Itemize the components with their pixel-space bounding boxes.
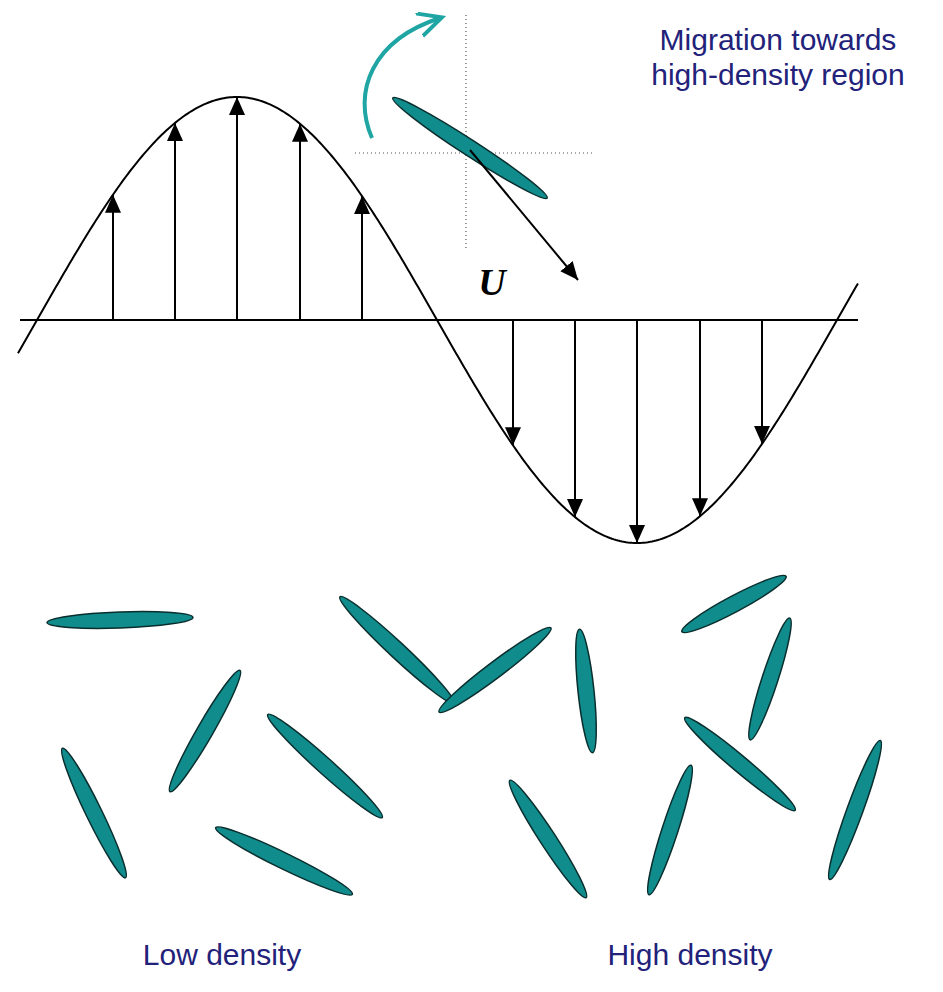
rod-particle	[262, 709, 387, 824]
velocity-arrow	[699, 320, 701, 516]
rod-particle	[388, 91, 551, 205]
velocity-arrow	[574, 320, 576, 517]
velocity-symbol: U	[472, 262, 512, 302]
sine-curve	[18, 97, 858, 543]
velocity-arrow	[761, 320, 763, 444]
rod-particle	[678, 569, 790, 639]
particle-velocity-arrow	[470, 150, 578, 280]
rod-particle	[55, 745, 133, 881]
rod-particle	[334, 591, 459, 709]
velocity-arrow	[112, 195, 114, 320]
crosshair-line	[465, 15, 466, 248]
rod-particle	[822, 738, 888, 883]
axis-line	[20, 319, 858, 321]
rod-particle	[47, 609, 193, 630]
rod-particle	[680, 712, 801, 817]
velocity-arrow	[636, 320, 638, 543]
region-label: Low density	[92, 937, 352, 972]
region-label: High density	[560, 937, 820, 972]
velocity-arrow	[174, 123, 176, 320]
velocity-arrow	[236, 97, 238, 320]
rod-particle	[163, 666, 247, 795]
rod-particle	[503, 776, 593, 902]
annotation-text: Migration towards high-density region	[628, 22, 928, 92]
rod-particle	[434, 621, 555, 718]
velocity-arrow	[299, 124, 301, 320]
rod-particle	[743, 616, 798, 743]
rod-particle	[572, 629, 601, 754]
velocity-arrow	[361, 196, 363, 320]
velocity-arrow	[512, 320, 514, 445]
rod-particle	[641, 763, 698, 897]
rod-particle	[212, 820, 356, 901]
